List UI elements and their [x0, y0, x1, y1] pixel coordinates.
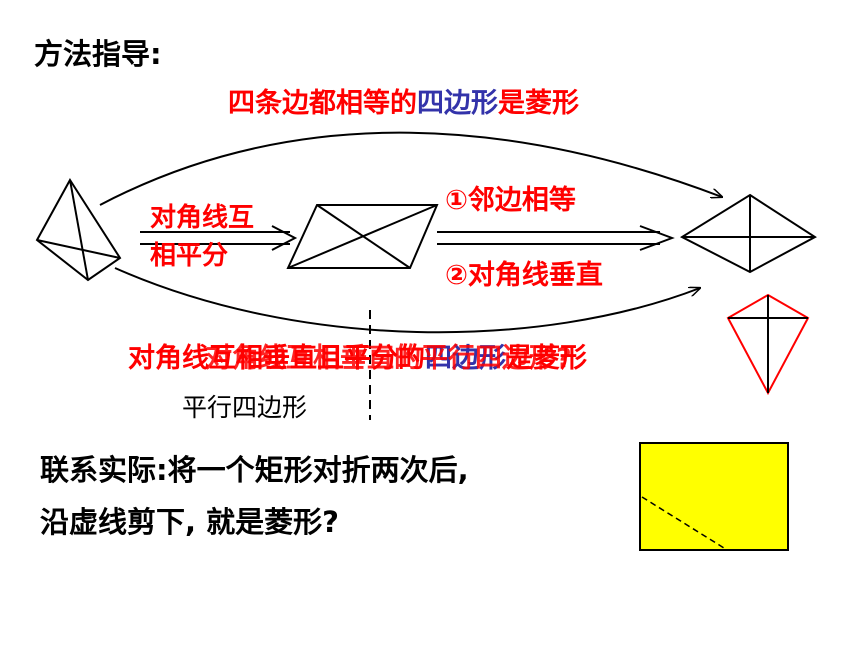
rhombus-shape	[679, 193, 817, 274]
top-definition-part3: 是菱形	[498, 88, 579, 119]
overlap-statement-b: 对角线互相垂直的平行四边形?	[205, 343, 572, 374]
parallelogram-shape	[286, 204, 439, 269]
diagonals-bisect-label-line2: 相平分	[150, 241, 229, 271]
overlap-a-part1: 对角线	[128, 343, 209, 374]
cut-dashed-line	[641, 496, 725, 549]
practice-line2: 沿虚线剪下, 就是菱形?	[40, 505, 339, 539]
top-definition-part1: 四条边都相等的	[228, 88, 417, 119]
parallelogram-label: 平行四边形	[182, 393, 308, 422]
overlap-a-part3: 四边形	[425, 343, 506, 374]
condition-adjacent-sides-equal: ①邻边相等	[445, 185, 576, 216]
overlap-statement-a: 对角线互相垂直且平分的四边形是菱形	[128, 345, 587, 372]
top-curve-arrow	[99, 131, 722, 206]
top-definition-part2: 四边形	[417, 88, 498, 119]
top-definition: 四条边都相等的四边形是菱形	[228, 90, 579, 117]
practice-line1: 联系实际:将一个矩形对折两次后,	[40, 453, 469, 487]
page-heading: 方法指导:	[34, 37, 162, 71]
overlap-a-part4: 是菱形	[506, 343, 587, 374]
condition-diagonals-perpendicular: ②对角线垂直	[445, 260, 603, 291]
folded-rectangle	[639, 442, 789, 551]
bottom-curve-arrow	[114, 267, 700, 334]
diagonals-bisect-label-line1: 对角线互	[150, 203, 255, 233]
overlap-a-part2: 互相垂直且平分的	[209, 343, 425, 374]
double-arrow-to-parallelogram	[140, 225, 298, 251]
double-arrow-to-rhombus	[437, 225, 675, 251]
kite-shape	[726, 293, 810, 396]
general-quadrilateral-shape	[35, 178, 122, 282]
